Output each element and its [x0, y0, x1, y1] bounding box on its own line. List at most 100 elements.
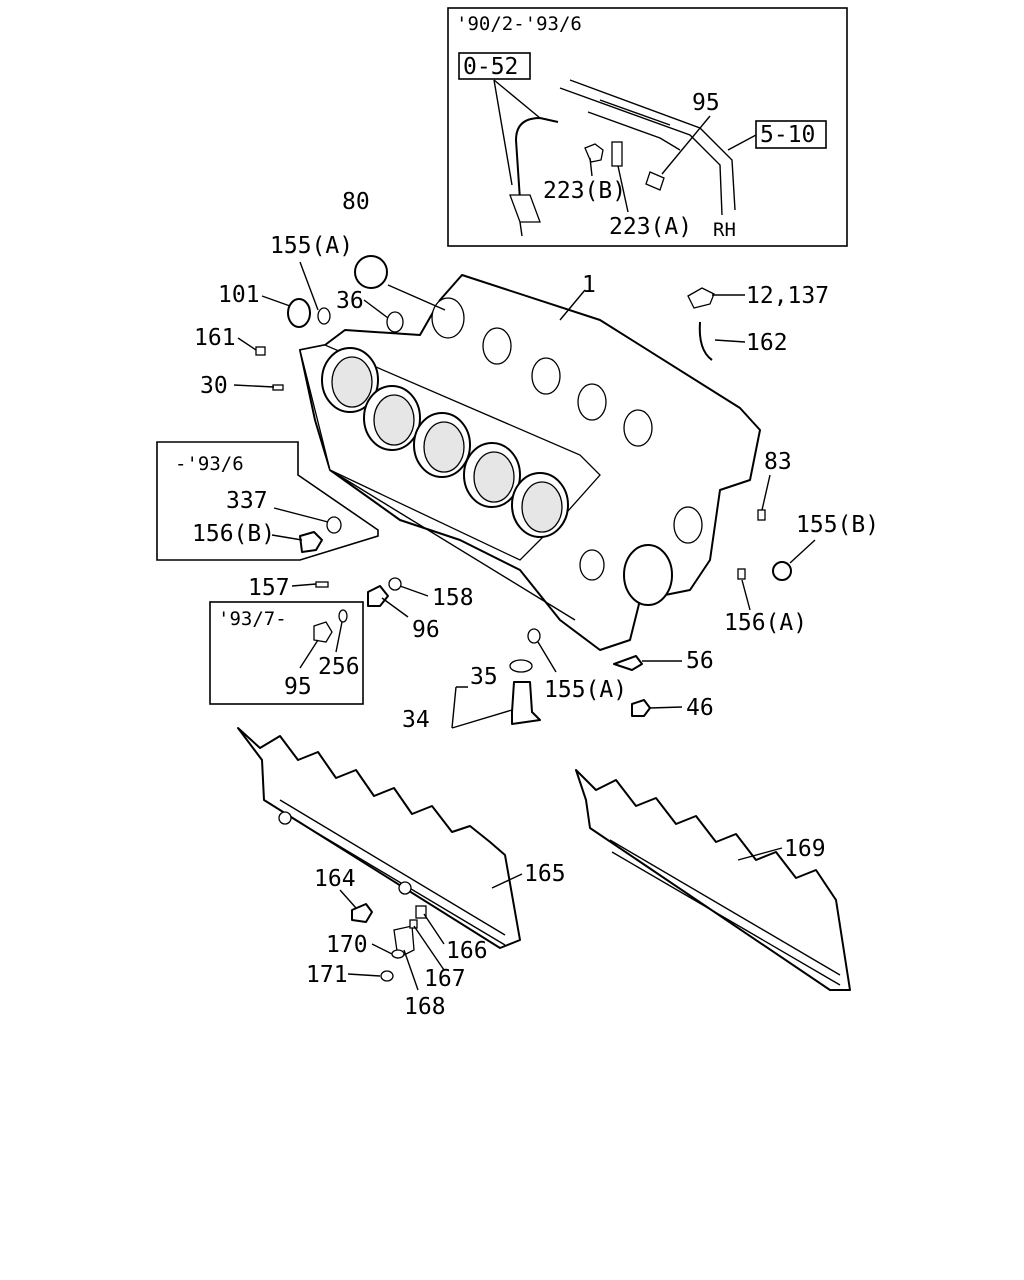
leader-155b	[789, 539, 816, 564]
inset-left-date-range: -'93/6	[175, 453, 244, 475]
part-165-panel	[237, 727, 521, 949]
callout-155b: 155(B)	[796, 512, 879, 538]
callout-223a: 223(A)	[609, 214, 692, 240]
leader-155a-bottom	[537, 641, 557, 673]
pipe-tail	[519, 221, 523, 237]
callout-168: 168	[404, 994, 446, 1020]
ref-box-0-52[interactable]	[458, 52, 531, 80]
leader-95-lower	[299, 639, 319, 669]
callout-337: 337	[226, 488, 268, 514]
leader-164	[339, 889, 357, 909]
head-outline-3	[599, 99, 671, 126]
callout-170: 170	[326, 932, 368, 958]
callout-156b: 156(B)	[192, 521, 275, 547]
callout-1: 1	[582, 272, 596, 298]
leader-161	[237, 337, 257, 351]
callout-35: 35	[470, 664, 498, 690]
part-56-bracket	[613, 655, 643, 671]
part-167-nut	[409, 919, 418, 929]
callout-256: 256	[318, 654, 360, 680]
inset-left: -'93/6	[156, 441, 379, 561]
part-101-seal	[287, 298, 311, 328]
part-169-panel	[575, 769, 851, 991]
cylinder-bore-4-inner	[473, 451, 515, 503]
part-155b-plug	[772, 561, 792, 581]
block-skirt-line	[329, 469, 576, 621]
part-46-plug	[631, 699, 651, 717]
leader-165	[491, 873, 523, 889]
callout-223b: 223(B)	[543, 178, 626, 204]
bank-port-2	[482, 327, 512, 365]
part-96-bolt	[367, 585, 389, 607]
loose-parts	[255, 255, 792, 725]
front-bore-small-1	[579, 549, 605, 581]
part-12-137-fitting	[687, 287, 715, 309]
part-155a-bottom	[527, 628, 541, 644]
callout-34: 34	[402, 707, 430, 733]
leader-155a-top	[299, 261, 319, 311]
part-35-oring	[509, 659, 533, 673]
callout-164: 164	[314, 866, 356, 892]
leader-83	[761, 474, 771, 511]
leader-30	[233, 384, 275, 388]
callout-156a: 156(A)	[724, 610, 807, 636]
leader-167	[413, 925, 445, 971]
callout-56: 56	[686, 648, 714, 674]
leader-166	[423, 913, 445, 945]
inset-top-right: '90/2-'93/6 0-52 5-10 95 223(B) 223(A) R…	[447, 7, 848, 247]
leader-101	[261, 295, 291, 307]
part-171-nut	[380, 970, 394, 982]
engine-block	[299, 274, 761, 651]
callout-36: 36	[336, 288, 364, 314]
bank-port-5	[623, 409, 653, 447]
callout-166: 166	[446, 938, 488, 964]
leader-0-52-a	[493, 79, 513, 186]
leader-5-10	[727, 134, 757, 151]
bank-port-4	[577, 383, 607, 421]
callout-80: 80	[342, 189, 370, 215]
cylinder-bore-1-inner	[331, 356, 373, 408]
callout-95-lower: 95	[284, 674, 312, 700]
part-223b	[584, 143, 604, 163]
part-30-pin	[272, 384, 284, 391]
leader-171	[347, 973, 381, 977]
ref-label-5-10[interactable]: 5-10	[760, 122, 815, 148]
leader-158	[399, 585, 429, 597]
callout-167: 167	[424, 966, 466, 992]
ref-label-0-52[interactable]: 0-52	[463, 54, 518, 80]
cylinder-bore-5-inner	[521, 481, 563, 533]
callout-169: 169	[784, 836, 826, 862]
callout-162: 162	[746, 330, 788, 356]
leader-156b	[271, 534, 303, 541]
leader-156a	[741, 579, 751, 611]
bottom-hardware	[339, 889, 445, 991]
cylinder-bore-3-inner	[423, 421, 465, 473]
leader-46	[649, 706, 683, 709]
callout-30: 30	[200, 373, 228, 399]
pipe-fitting	[509, 194, 541, 223]
ref-box-5-10[interactable]	[755, 120, 827, 149]
inset-lower-date-range: '93/7-	[218, 608, 287, 630]
part-165-slot-b	[281, 811, 506, 946]
part-169-slot-b	[611, 851, 841, 986]
callout-155a-top: 155(A)	[270, 233, 353, 259]
leader-256	[335, 621, 343, 653]
side-label-rh: RH	[713, 219, 736, 241]
part-223a	[611, 141, 623, 167]
inset-top-frame	[447, 7, 848, 247]
leader-1	[559, 289, 586, 321]
callout-155a-bottom: 155(A)	[544, 677, 627, 703]
leader-162	[714, 339, 746, 343]
callout-12-137: 12,137	[746, 283, 829, 309]
part-170-washer	[391, 949, 405, 959]
front-bore-small-2	[673, 506, 703, 544]
callout-96: 96	[412, 617, 440, 643]
part-169-slot-a	[609, 839, 841, 976]
leader-36	[363, 299, 389, 319]
inset-left-frame	[156, 441, 379, 561]
callout-95-top: 95	[692, 90, 720, 116]
callout-171: 171	[306, 962, 348, 988]
head-outline-1	[559, 87, 723, 216]
bottom-panels	[237, 727, 851, 991]
leader-170	[371, 943, 393, 955]
